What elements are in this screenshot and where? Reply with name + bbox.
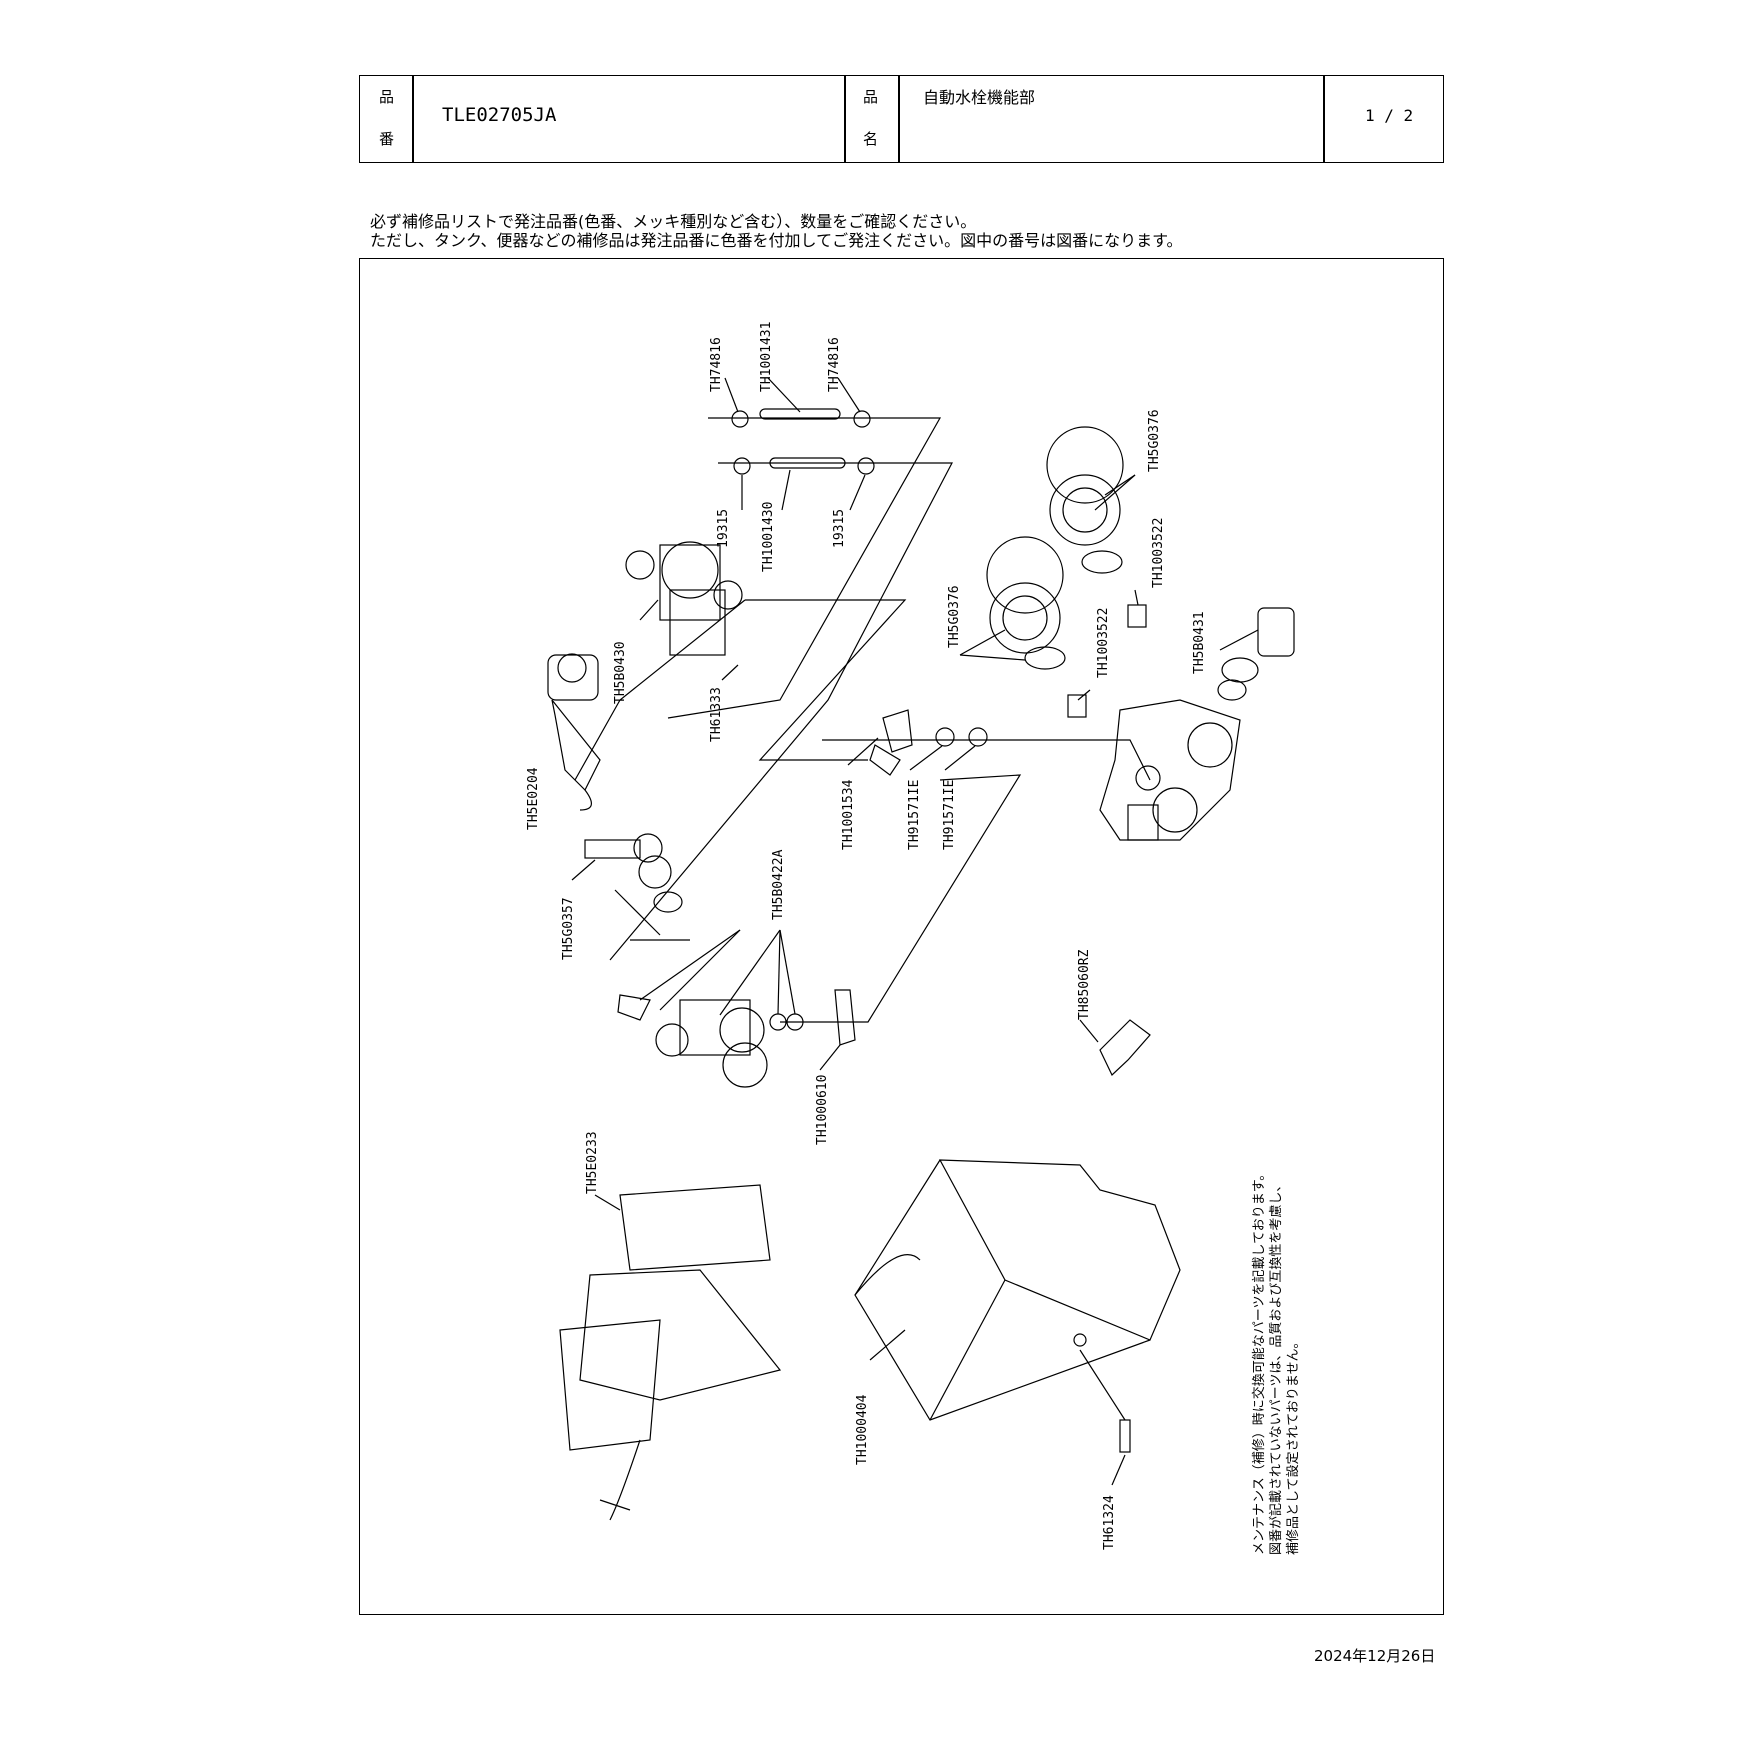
part-label: TH5G0376 <box>1147 409 1162 472</box>
name-label: 品 <box>863 88 879 106</box>
divider <box>412 76 414 162</box>
issue-date: 2024年12月26日 <box>1314 1647 1436 1665</box>
part-label: TH1000404 <box>855 1394 870 1465</box>
part-label: TH61333 <box>709 687 724 742</box>
part-label: TH5E0233 <box>585 1131 600 1194</box>
part-label: TH1000610 <box>815 1075 830 1145</box>
part-label: 19315 <box>716 509 731 548</box>
order-notes: 必ず補修品リストで発注品番(色番、メッキ種別など含む）、数量をご確認ください。 … <box>370 212 1182 250</box>
part-label: TH1001534 <box>841 779 856 850</box>
note-line: 必ず補修品リストで発注品番(色番、メッキ種別など含む）、数量をご確認ください。 <box>370 212 977 231</box>
part-label: TH1001431 <box>759 322 774 392</box>
part-no-label: 品 <box>379 88 395 106</box>
part-label: TH91571IE <box>942 780 957 850</box>
part-label: TH1003522 <box>1151 518 1166 588</box>
part-number: TLE02705JA <box>442 104 557 126</box>
note-line: ただし、タンク、便器などの補修品は発注品番に色番を付加してご発注ください。図中の… <box>370 231 1183 250</box>
divider <box>898 76 900 162</box>
product-name: 自動水栓機能部 <box>923 88 1036 107</box>
divider <box>844 76 846 162</box>
maintenance-note-line: 図番が記載されていないパーツは、品質および互換性を考慮し、 <box>1268 1179 1284 1555</box>
page-number: 1 / 2 <box>1365 106 1414 125</box>
part-label: TH5G0376 <box>947 585 962 648</box>
title-block: 品 番 TLE02705JA 品 名 自動水栓機能部 1 / 2 <box>359 75 1444 163</box>
part-label: TH5B0431 <box>1192 611 1207 674</box>
part-label: TH61324 <box>1102 1495 1117 1550</box>
part-label: 19315 <box>832 509 847 548</box>
part-label: TH1003522 <box>1096 608 1111 678</box>
maintenance-note-line: メンテナンス（補修）時に交換可能なパーツを記載しております。 <box>1251 1168 1267 1555</box>
maintenance-note-line: 補修品として設定されておりません。 <box>1285 1336 1301 1555</box>
name-label: 名 <box>863 130 879 148</box>
part-label: TH5B0430 <box>613 641 628 704</box>
part-label: TH85060RZ <box>1077 949 1092 1020</box>
part-label: TH5E0204 <box>526 767 541 830</box>
divider <box>1323 76 1325 162</box>
part-label: TH91571IE <box>907 780 922 850</box>
part-no-label: 番 <box>379 130 395 148</box>
drawing-frame <box>359 258 1444 1615</box>
part-label: TH74816 <box>827 337 842 392</box>
part-label: TH5B0422A <box>771 849 786 920</box>
part-label: TH74816 <box>709 337 724 392</box>
part-label: TH5G0357 <box>561 897 576 960</box>
part-label: TH1001430 <box>761 502 776 572</box>
